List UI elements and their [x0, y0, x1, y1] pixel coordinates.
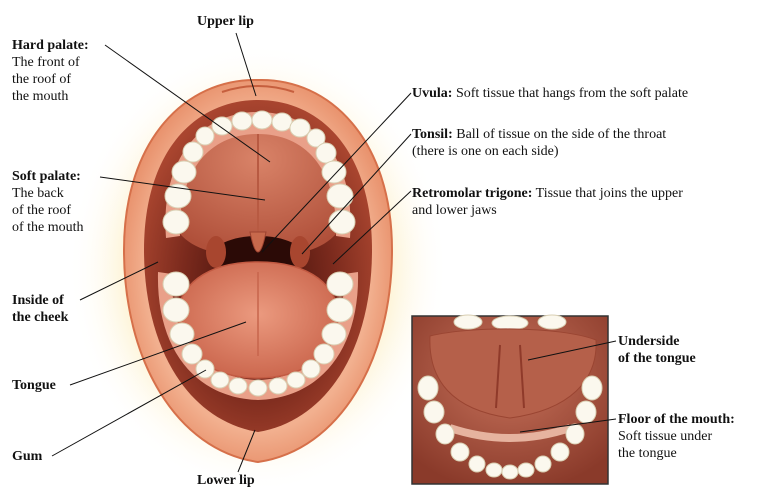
hard-palate-desc-3: the mouth [12, 88, 89, 105]
retromolar-title: Retromolar trigone: [412, 186, 532, 201]
label-floor-of-mouth: Floor of the mouth: Soft tissue under th… [618, 411, 735, 462]
tonsil-desc: Ball of tissue on the side of the throat [456, 127, 666, 142]
floor-desc-1: Soft tissue under [618, 428, 735, 445]
label-tonsil: Tonsil: Ball of tissue on the side of th… [412, 126, 666, 160]
inside-cheek-line-2: the cheek [12, 309, 68, 326]
tonsil-left [206, 236, 226, 268]
tonsil-right [290, 236, 310, 268]
floor-desc-2: the tongue [618, 445, 735, 462]
retromolar-desc-2: and lower jaws [412, 202, 683, 219]
inside-cheek-line-1: Inside of [12, 292, 68, 309]
label-tongue: Tongue [12, 377, 56, 394]
tonsil-title: Tonsil: [412, 127, 453, 142]
label-inside-cheek: Inside of the cheek [12, 292, 68, 326]
underside-line-1: Underside [618, 333, 696, 350]
hard-palate-desc-2: the roof of [12, 71, 89, 88]
floor-title: Floor of the mouth: [618, 411, 735, 428]
soft-palate-title: Soft palate: [12, 168, 84, 185]
label-hard-palate: Hard palate: The front of the roof of th… [12, 37, 89, 105]
label-lower-lip: Lower lip [197, 472, 255, 489]
uvula-title: Uvula: [412, 86, 452, 101]
label-soft-palate: Soft palate: The back of the roof of the… [12, 168, 84, 236]
soft-palate-desc-2: of the roof [12, 202, 84, 219]
hard-palate-title: Hard palate: [12, 37, 89, 54]
label-uvula: Uvula: Soft tissue that hangs from the s… [412, 85, 688, 102]
retromolar-desc: Tissue that joins the upper [536, 186, 683, 201]
tonsil-desc-2: (there is one on each side) [412, 143, 666, 160]
label-gum: Gum [12, 448, 42, 465]
label-underside-tongue: Underside of the tongue [618, 333, 696, 367]
soft-palate-desc-3: of the mouth [12, 219, 84, 236]
hard-palate-desc-1: The front of [12, 54, 89, 71]
label-retromolar-trigone: Retromolar trigone: Tissue that joins th… [412, 185, 683, 219]
underside-line-2: of the tongue [618, 350, 696, 367]
soft-palate-desc-1: The back [12, 185, 84, 202]
uvula-desc: Soft tissue that hangs from the soft pal… [456, 86, 688, 101]
inset-teeth-top [454, 315, 566, 330]
label-upper-lip: Upper lip [197, 13, 254, 30]
